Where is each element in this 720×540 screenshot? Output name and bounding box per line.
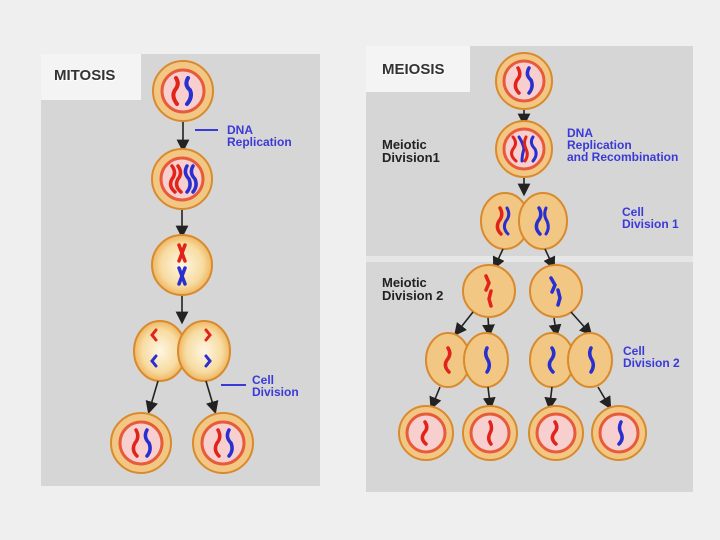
meiosis-title: MEIOSIS <box>382 61 445 78</box>
mitosis-cell-division-label: Cell Division <box>252 373 299 399</box>
mitosis-cell-4-dividing <box>133 320 231 382</box>
meiosis-cell-4b <box>529 264 583 318</box>
meiosis-arrow-4b <box>482 317 495 338</box>
meiosis-arrow-5b <box>482 386 496 411</box>
meiosis-lower-divider <box>366 256 693 262</box>
meiosis-arrow-4a <box>454 311 474 337</box>
meiotic-division-1-label: Meiotic Division1 <box>382 137 440 165</box>
meiosis-arrow-5d <box>597 386 612 410</box>
meiosis-gamete-3 <box>528 405 584 461</box>
meiosis-arrow-4c <box>548 317 562 338</box>
mitosis-cell-2 <box>151 148 213 210</box>
meiosis-gamete-4 <box>591 405 647 461</box>
meiosis-gamete-2 <box>462 405 518 461</box>
meiosis-cell-5b-dividing <box>529 332 613 388</box>
meiosis-cell-2 <box>495 120 553 178</box>
mitosis-arrow-4a <box>145 380 159 415</box>
meiosis-arrow-3b <box>543 248 556 270</box>
meiosis-arrow-4d <box>570 311 593 336</box>
meiosis-cell-4a <box>462 264 516 318</box>
meiosis-cell-1 <box>495 52 553 110</box>
mitosis-title: MITOSIS <box>54 67 116 84</box>
mitosis-daughter-cell-1 <box>110 412 172 474</box>
mitosis-title-box <box>41 54 141 100</box>
mitosis-daughter-cell-2 <box>192 412 254 474</box>
meiosis-arrow-5a <box>429 386 442 410</box>
meiosis-cell-3-dividing <box>480 192 568 250</box>
meiosis-cell-division-2-label: Cell Division 2 <box>623 344 680 370</box>
meiosis-cell-division-1-label: Cell Division 1 <box>622 205 679 231</box>
mitosis-dna-replication-label: DNA Replication <box>227 123 292 149</box>
mitosis-cell-3 <box>151 234 213 296</box>
meiosis-cell-5a-dividing <box>425 332 509 388</box>
meiotic-division-2-label: Meiotic Division 2 <box>382 275 444 303</box>
meiosis-dna-replication-recombination-label: DNA Replication and Recombination <box>567 126 679 164</box>
mitosis-arrow-4b <box>205 380 219 415</box>
meiosis-arrow-5c <box>544 386 558 411</box>
meiosis-title-box <box>366 46 470 92</box>
mitosis-cell-1 <box>152 60 214 122</box>
meiosis-gamete-1 <box>398 405 454 461</box>
meiosis-arrow-3a <box>492 248 505 270</box>
